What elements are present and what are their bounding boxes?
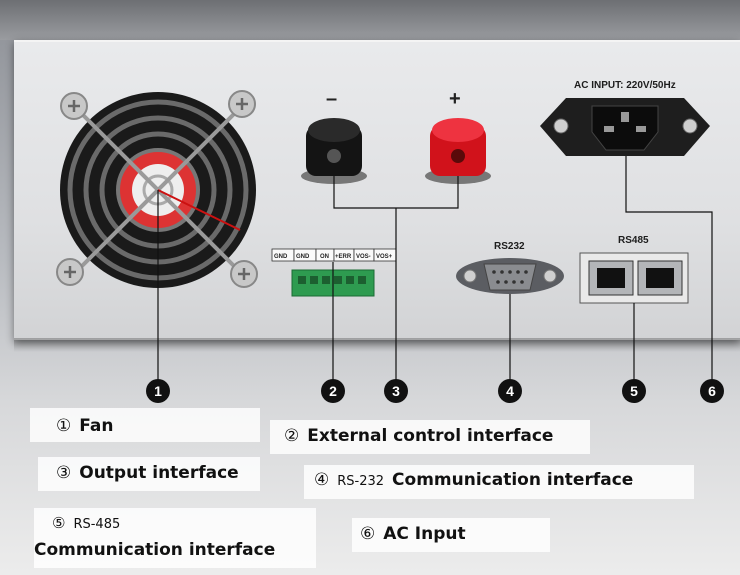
legend-rs232-text: Communication interface (392, 470, 634, 490)
legend-ac-input-mark: ⑥ (360, 524, 376, 544)
rs485-port (579, 252, 689, 304)
terminal-label-0: GND (274, 254, 288, 260)
legend-rs485-bottom: Communication interface (34, 540, 275, 560)
background-top (0, 0, 740, 40)
negative-terminal (301, 118, 367, 184)
legend-fan: ① Fan (56, 416, 113, 436)
legend-external-control-text: External control interface (307, 426, 554, 446)
legend-external-control-mark: ② (284, 426, 300, 446)
minus-symbol: – (326, 88, 338, 110)
legend-box-5 (34, 508, 316, 568)
legend-fan-text: Fan (79, 416, 114, 436)
legend-rs232-prefix: RS-232 (337, 474, 385, 489)
terminal-label-3: +ERR (335, 254, 352, 260)
plus-symbol: + (449, 88, 461, 110)
legend-ac-input: ⑥ AC Input (360, 524, 466, 544)
panel-shadow (14, 338, 740, 352)
callout-2: 2 (321, 379, 345, 403)
legend-external-control: ② External control interface (284, 426, 553, 446)
terminal-label-1: GND (296, 254, 310, 260)
legend-output-mark: ③ (56, 463, 72, 483)
terminal-label-5: VOS+ (376, 254, 393, 260)
legend-box-1 (30, 408, 260, 442)
callout-6: 6 (700, 379, 724, 403)
legend-box-4 (304, 465, 694, 499)
terminal-label-2: ON (320, 254, 329, 260)
legend-output-text: Output interface (79, 463, 239, 483)
fan-screw-br (230, 260, 258, 288)
positive-terminal (425, 118, 491, 184)
fan (56, 90, 258, 288)
terminal-label-4: VOS- (356, 254, 371, 260)
callout-lines (157, 156, 713, 380)
legend-output: ③ Output interface (56, 463, 239, 483)
fan-screw-tr (228, 90, 256, 118)
legend-rs485-prefix: RS-485 (73, 517, 121, 532)
rs485-label: RS485 (618, 235, 649, 246)
legend-rs232-mark: ④ (314, 470, 330, 490)
rs232-label: RS232 (494, 241, 525, 252)
fan-screw-tl (60, 92, 88, 120)
legend-rs485-mark: ⑤ (52, 514, 66, 532)
legend-rs232: ④ RS-232 Communication interface (314, 470, 633, 490)
callout-1: 1 (146, 379, 170, 403)
legend-ac-input-text: AC Input (383, 524, 466, 544)
legend-box-3 (38, 457, 260, 491)
callout-4: 4 (498, 379, 522, 403)
legend-box-6 (352, 518, 550, 552)
callout-5: 5 (622, 379, 646, 403)
legend-rs485-top: ⑤ RS-485 (52, 513, 128, 532)
legend-rs485-text: Communication interface (34, 540, 276, 560)
rs232-port (456, 258, 564, 294)
ac-inlet (540, 98, 710, 156)
callout-3: 3 (384, 379, 408, 403)
legend-box-2 (270, 420, 590, 454)
ac-input-label: AC INPUT: 220V/50Hz (574, 80, 676, 91)
terminal-block: GND GND ON +ERR VOS- VOS+ (271, 248, 397, 297)
legend-fan-mark: ① (56, 416, 72, 436)
fan-screw-bl (56, 258, 84, 286)
